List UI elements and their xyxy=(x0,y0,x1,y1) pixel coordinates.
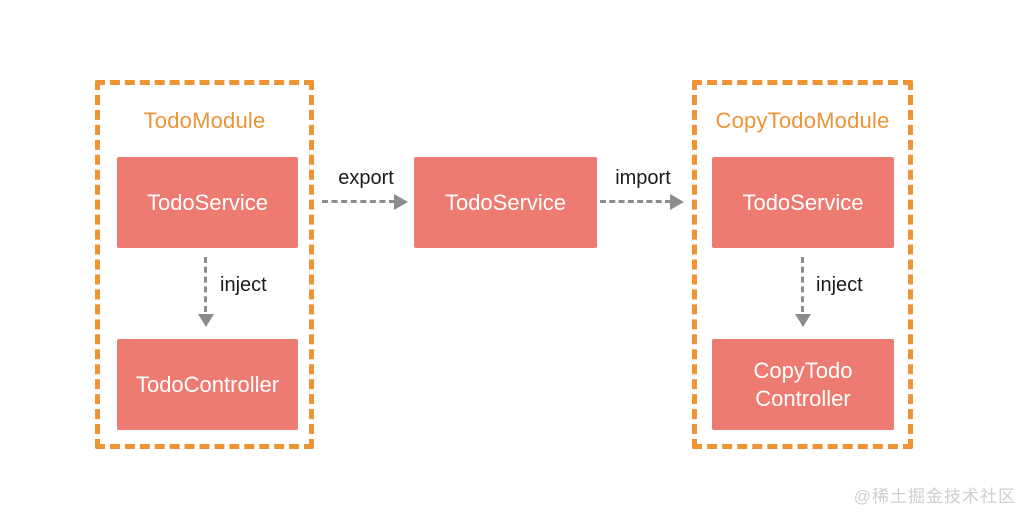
inject-label-left: inject xyxy=(220,274,267,296)
module-title-todomodule: TodoModule xyxy=(143,108,266,133)
node-todocontroller: TodoController xyxy=(117,339,298,430)
inject-arrow-head-right xyxy=(795,314,811,327)
inject-arrow-line-left xyxy=(204,257,207,312)
import-arrow-line xyxy=(600,200,671,203)
module-title-copytodomodule: CopyTodoModule xyxy=(715,108,890,133)
node-copytodocontroller: CopyTodo Controller xyxy=(712,339,894,430)
inject-arrow-head-left xyxy=(198,314,214,327)
import-arrow-head xyxy=(670,194,684,210)
inject-label-right: inject xyxy=(816,274,863,296)
export-arrow-line xyxy=(322,200,395,203)
node-todoservice-right: TodoService xyxy=(712,157,894,248)
node-todoservice-left: TodoService xyxy=(117,157,298,248)
watermark-text: @稀土掘金技术社区 xyxy=(853,487,1016,506)
module-todomodule: TodoModule TodoService inject TodoContro… xyxy=(95,80,314,449)
export-edge-label: export xyxy=(338,167,394,189)
node-todoservice-shared: TodoService xyxy=(414,157,597,248)
module-copytodomodule: CopyTodoModule TodoService inject CopyTo… xyxy=(692,80,913,449)
inject-arrow-line-right xyxy=(801,257,804,312)
import-edge-label: import xyxy=(615,167,671,189)
export-arrow-head xyxy=(394,194,408,210)
